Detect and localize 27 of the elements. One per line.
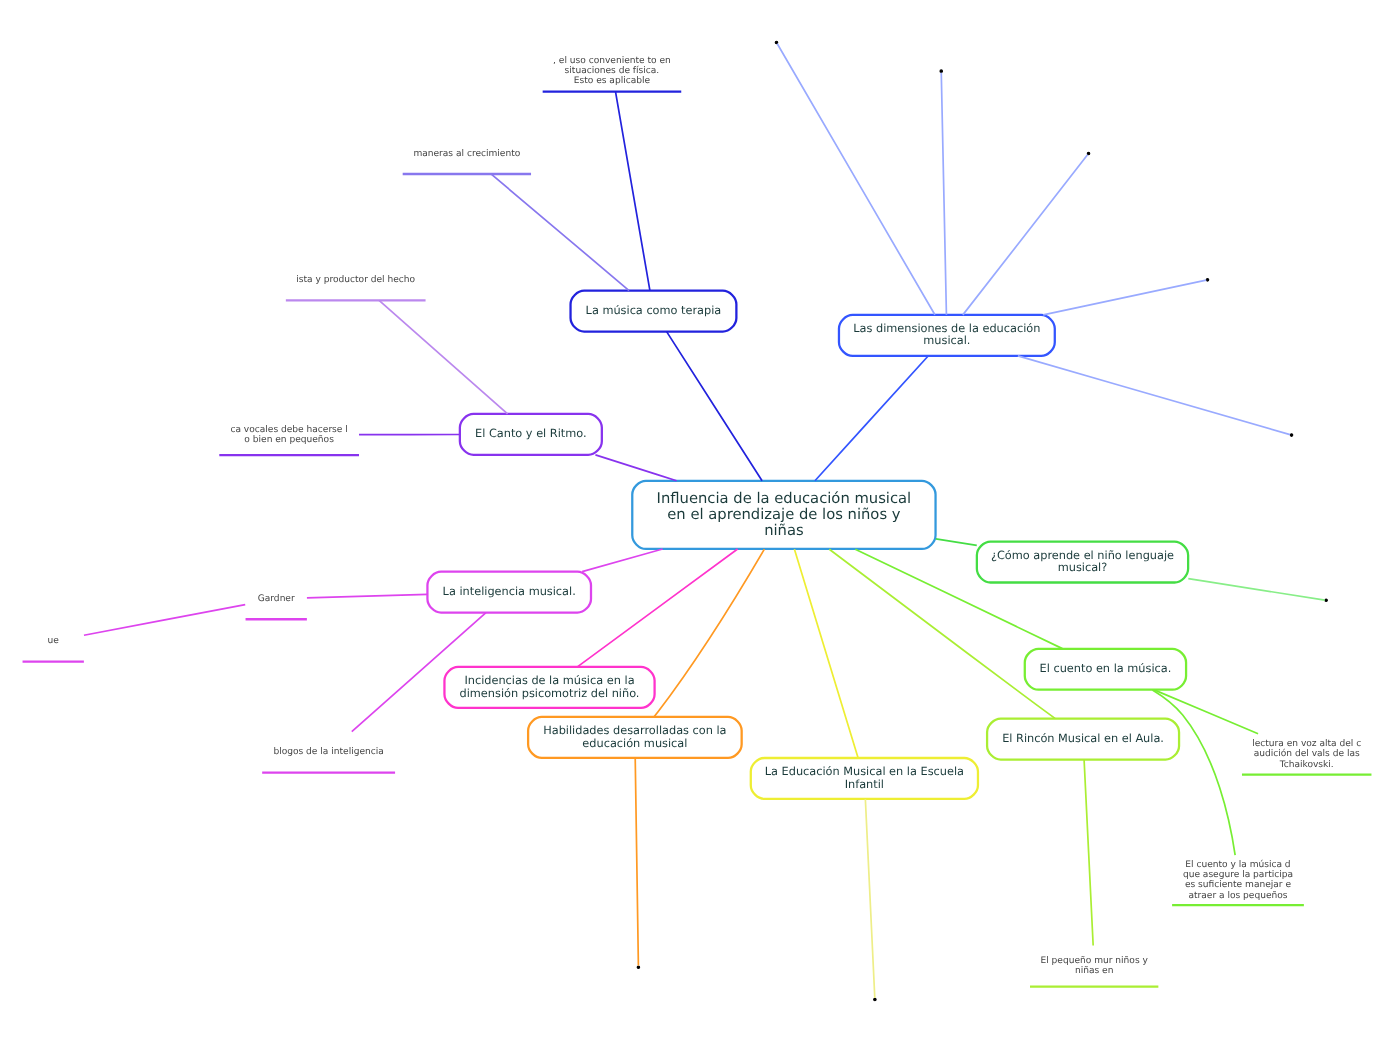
connector [664, 329, 762, 481]
connector [1152, 688, 1258, 734]
connector [305, 592, 428, 598]
connector [575, 547, 738, 667]
connector [934, 537, 977, 546]
connector [961, 153, 1088, 315]
connector [1082, 757, 1094, 946]
connector [853, 547, 1063, 649]
connector [489, 172, 629, 291]
connector [82, 602, 246, 636]
connector [827, 547, 1055, 719]
connector [792, 547, 858, 758]
connector [349, 610, 486, 732]
connector [863, 797, 875, 998]
connector [377, 298, 508, 414]
connector [813, 354, 928, 481]
connector [1016, 354, 1290, 435]
connector [939, 70, 947, 315]
connector [613, 90, 650, 291]
connector [357, 432, 460, 435]
connector [1150, 688, 1235, 855]
connector [1186, 576, 1325, 600]
connector [593, 453, 677, 481]
connector [633, 756, 639, 966]
connector [775, 41, 935, 315]
connector [1041, 278, 1207, 315]
connector [580, 547, 663, 572]
